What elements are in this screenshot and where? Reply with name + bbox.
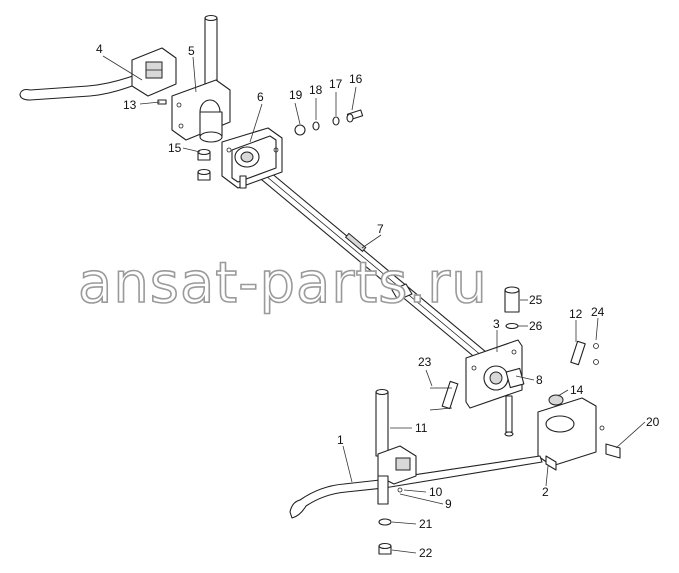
upper-hardware-row [294, 109, 364, 136]
lower-bracket-3 [465, 339, 525, 437]
upper-bracket [171, 14, 231, 143]
callout-8: 8 [536, 373, 543, 387]
callout-16: 16 [349, 72, 363, 86]
callout-18: 18 [309, 83, 323, 97]
lower-lever [289, 388, 543, 519]
callout-7: 7 [377, 222, 384, 236]
callout-20: 20 [646, 415, 660, 429]
callout-13: 13 [123, 98, 137, 112]
callout-19: 19 [289, 88, 303, 102]
callout-3: 3 [493, 317, 500, 331]
callout-11: 11 [415, 421, 428, 435]
callout-2: 2 [542, 485, 549, 499]
callout-24: 24 [591, 305, 605, 319]
callout-12: 12 [569, 307, 583, 321]
lower-bracket-2 [537, 394, 621, 471]
callout-9: 9 [445, 497, 452, 511]
upper-nut-stack [157, 99, 211, 181]
callout-21: 21 [419, 517, 433, 531]
callout-labels: 4 5 13 15 6 19 18 17 16 7 25 26 3 12 24 … [96, 42, 660, 560]
callout-5: 5 [188, 44, 195, 58]
callout-15: 15 [168, 141, 182, 155]
callout-26: 26 [529, 319, 543, 333]
callout-6: 6 [257, 90, 264, 104]
callout-23: 23 [418, 355, 432, 369]
callout-17: 17 [329, 77, 343, 91]
watermark-text: ansat-parts.ru [78, 251, 488, 316]
leader-lines [102, 55, 646, 554]
mounting-plate-upper [221, 127, 283, 189]
callout-1: 1 [337, 433, 344, 447]
callout-25: 25 [529, 293, 543, 307]
callout-22: 22 [419, 546, 433, 560]
callout-4: 4 [96, 42, 103, 56]
sleeve-25 [504, 286, 520, 330]
link-plates [429, 340, 599, 411]
lower-nut-stack [378, 518, 392, 555]
callout-14: 14 [570, 383, 584, 397]
callout-10: 10 [429, 485, 443, 499]
upper-lever [19, 47, 177, 101]
